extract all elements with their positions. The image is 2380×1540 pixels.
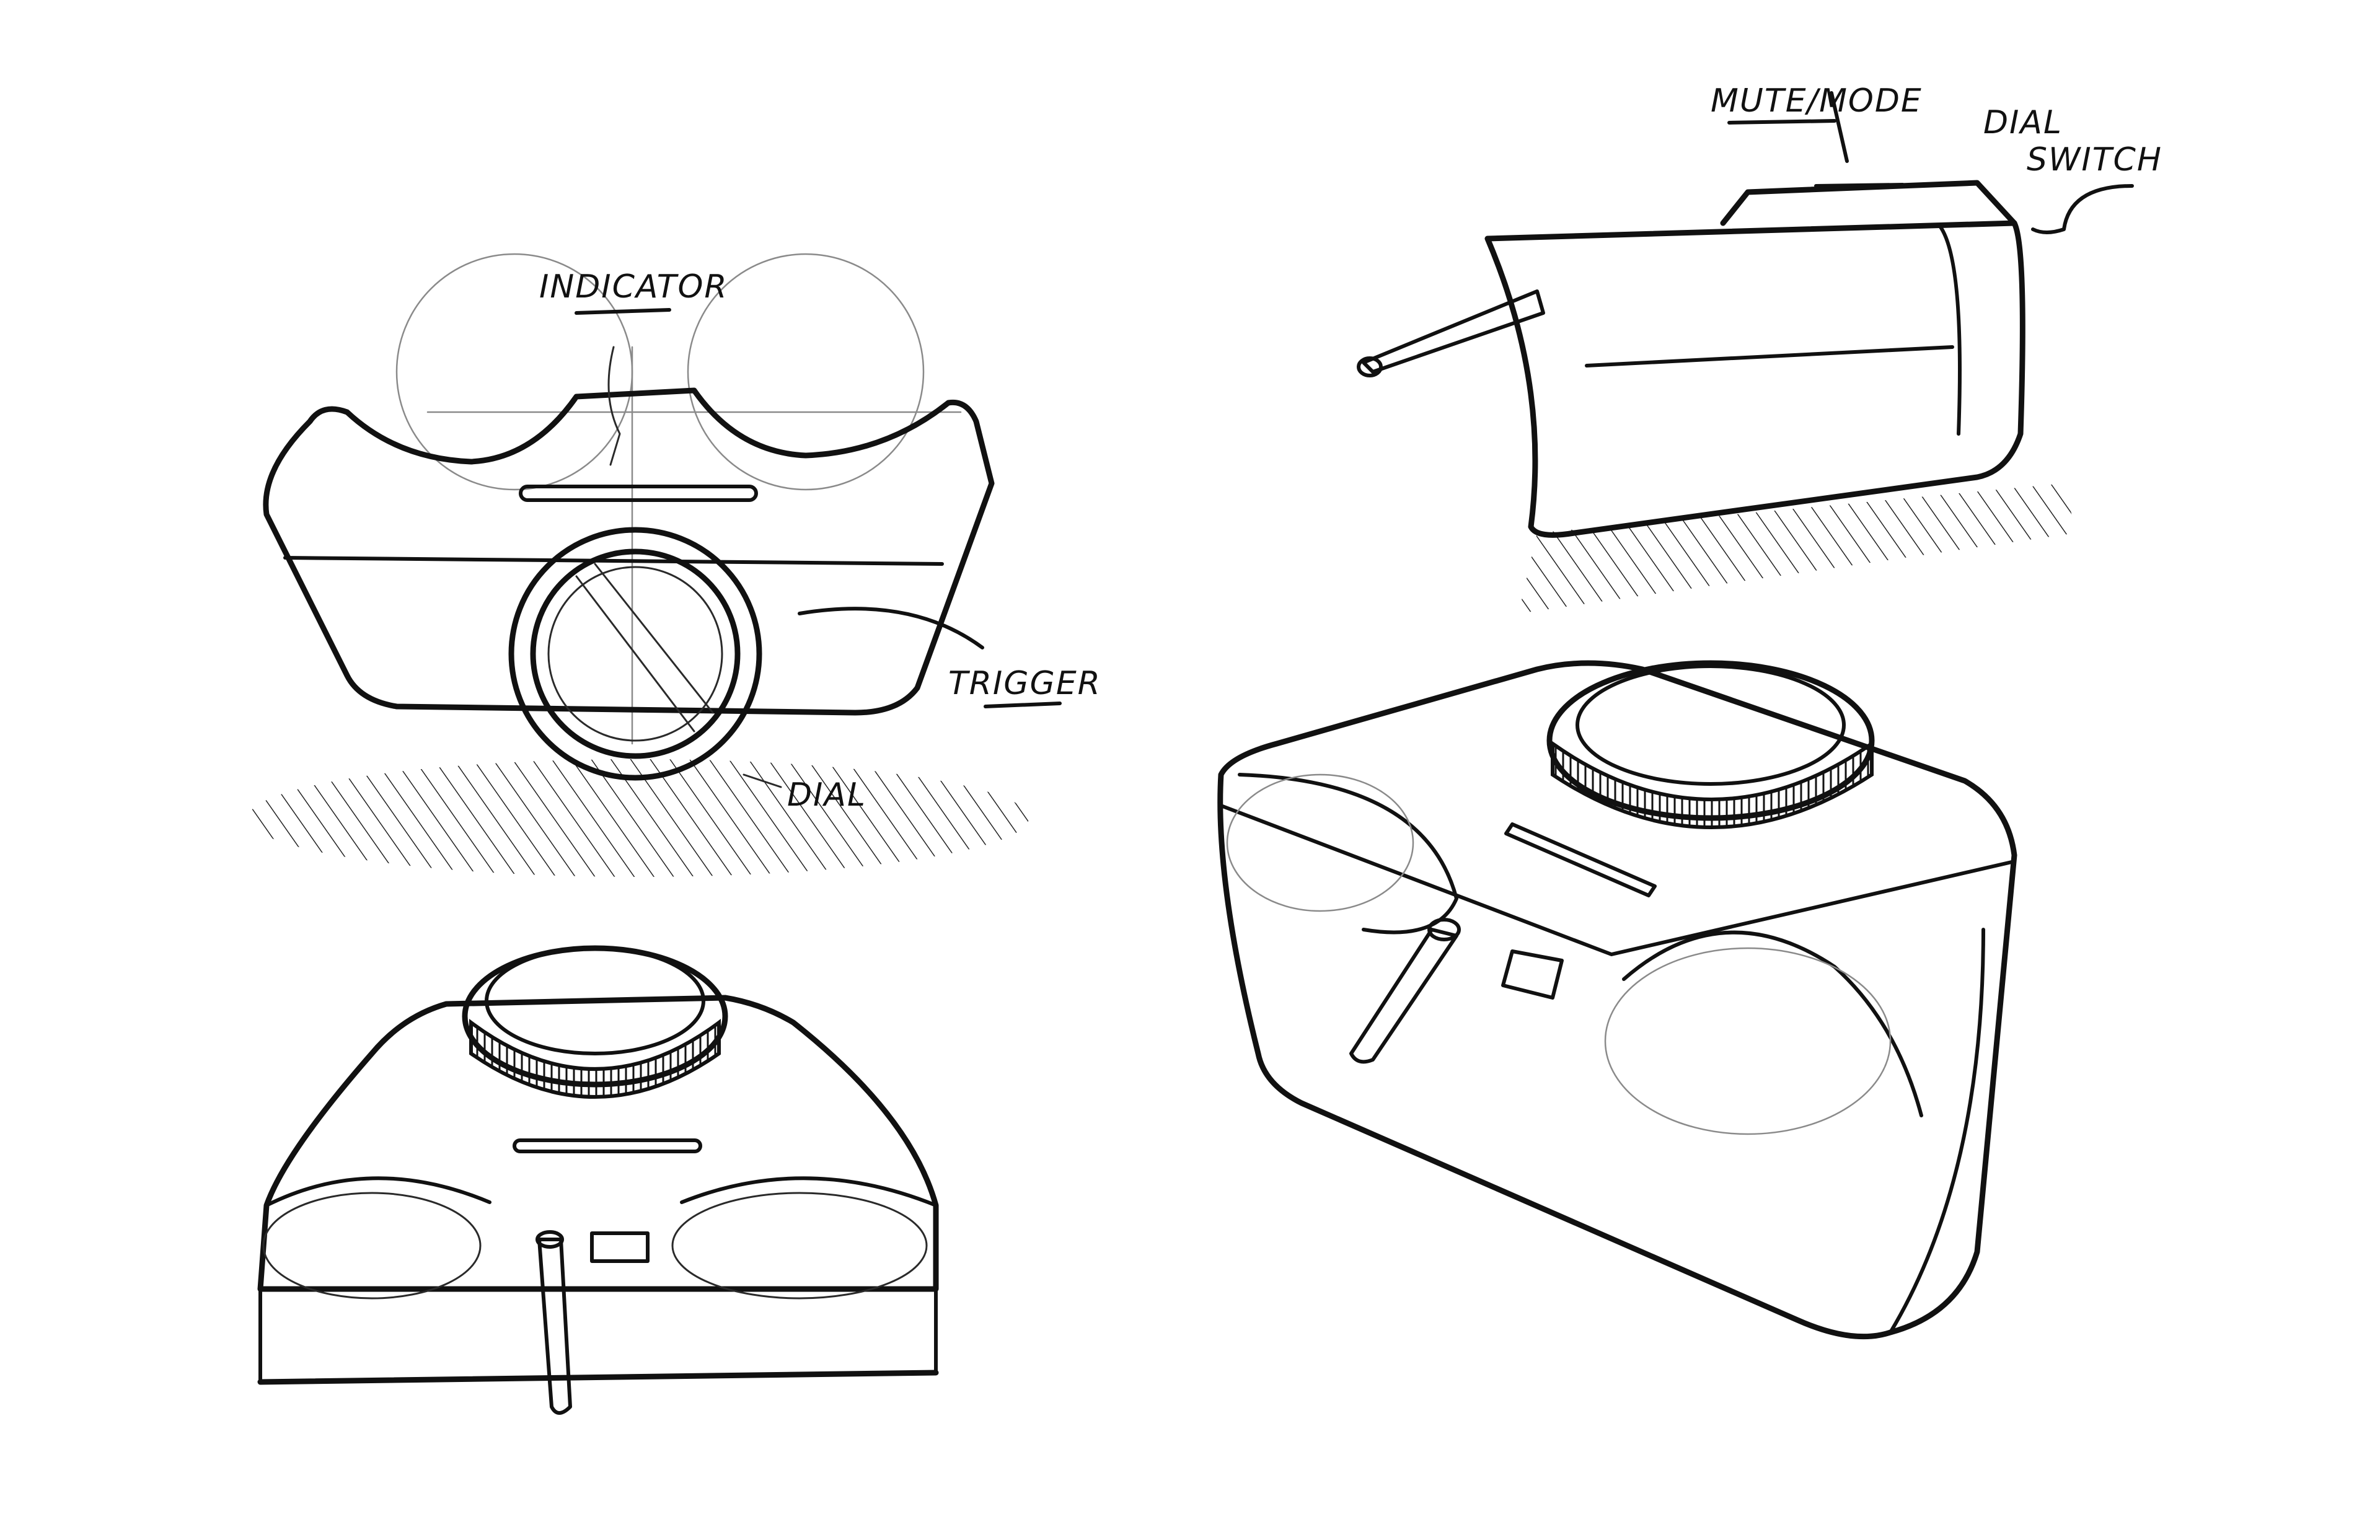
side-eyepiece-stalk xyxy=(1362,289,1545,374)
eyepiece-stalk xyxy=(537,1238,572,1415)
right-eyecup-construction xyxy=(687,253,925,491)
label-mute-mode: MUTE/MODE xyxy=(1711,82,1923,120)
persp-dial-knurl xyxy=(1551,740,1874,829)
persp-eyepiece-stalk xyxy=(1349,928,1458,1064)
perspective-body-outline xyxy=(1217,660,2017,1340)
front-view-shadow xyxy=(248,759,1029,877)
persp-left-eyecup xyxy=(1238,773,1458,935)
left-lens xyxy=(262,1192,482,1300)
trigger-leader-line xyxy=(798,607,984,649)
side-body-outline xyxy=(1484,220,2025,538)
mute-mode-underline xyxy=(1727,119,1836,125)
side-body-front-curve xyxy=(1938,224,1962,436)
trigger-glare xyxy=(575,563,714,733)
persp-stalk-cap xyxy=(1427,918,1461,941)
side-view-sketch: MUTE/MODE DIAL SWITCH xyxy=(1357,82,2162,614)
label-indicator: INDICATOR xyxy=(539,268,728,306)
label-trigger: TRIGGER xyxy=(948,665,1101,702)
front-view-sketch: INDICATOR TRIGGER DIAL xyxy=(248,253,1101,877)
persp-right-lens xyxy=(1604,947,1892,1135)
stalk-cap xyxy=(536,1230,564,1249)
label-dial-switch-line2: SWITCH xyxy=(2027,141,2162,178)
indicator-light xyxy=(519,485,758,502)
persp-right-eyecup xyxy=(1622,930,1923,1117)
right-lens xyxy=(671,1192,928,1300)
side-view-shadow xyxy=(1518,483,2076,614)
top-indicator-light xyxy=(513,1138,702,1153)
front-body-outline xyxy=(263,387,995,716)
label-dial: DIAL xyxy=(787,777,866,814)
mute-mode-leader-line xyxy=(1830,91,1849,163)
top-dial-knurl xyxy=(469,1019,721,1099)
label-dial-switch-line1: DIAL xyxy=(1983,104,2063,141)
persp-dial-face xyxy=(1576,664,1846,786)
trigger-underline xyxy=(984,702,1062,708)
dial-ring-outer xyxy=(508,527,762,781)
top-base-edge xyxy=(257,1370,939,1385)
top-body-outline xyxy=(257,995,939,1292)
persp-indicator-light xyxy=(1504,822,1657,897)
dial-leader-line xyxy=(743,773,782,788)
perspective-side-edge xyxy=(1889,928,1985,1334)
left-eyecup-arc xyxy=(265,1176,491,1207)
dial-ring-inner xyxy=(530,548,741,759)
side-stalk-cap xyxy=(1357,356,1383,377)
side-top-module xyxy=(1720,180,2017,226)
indicator-leader-line xyxy=(607,346,621,466)
side-split-line xyxy=(1585,345,1954,367)
persp-mode-switch xyxy=(1501,949,1564,1000)
perspective-view-sketch xyxy=(1217,660,2017,1340)
indicator-underline xyxy=(575,308,671,315)
dial-switch-leader-line xyxy=(2031,184,2134,234)
right-eyecup-arc xyxy=(680,1176,938,1207)
top-view-sketch xyxy=(257,945,939,1415)
front-body-split-line xyxy=(283,556,944,566)
mode-switch xyxy=(590,1231,650,1263)
top-dial-face xyxy=(485,946,705,1055)
mute-mode-button xyxy=(1814,183,1905,188)
perspective-top-edge xyxy=(1219,804,2016,956)
persp-left-lens xyxy=(1226,773,1414,912)
trigger-button xyxy=(547,566,723,742)
